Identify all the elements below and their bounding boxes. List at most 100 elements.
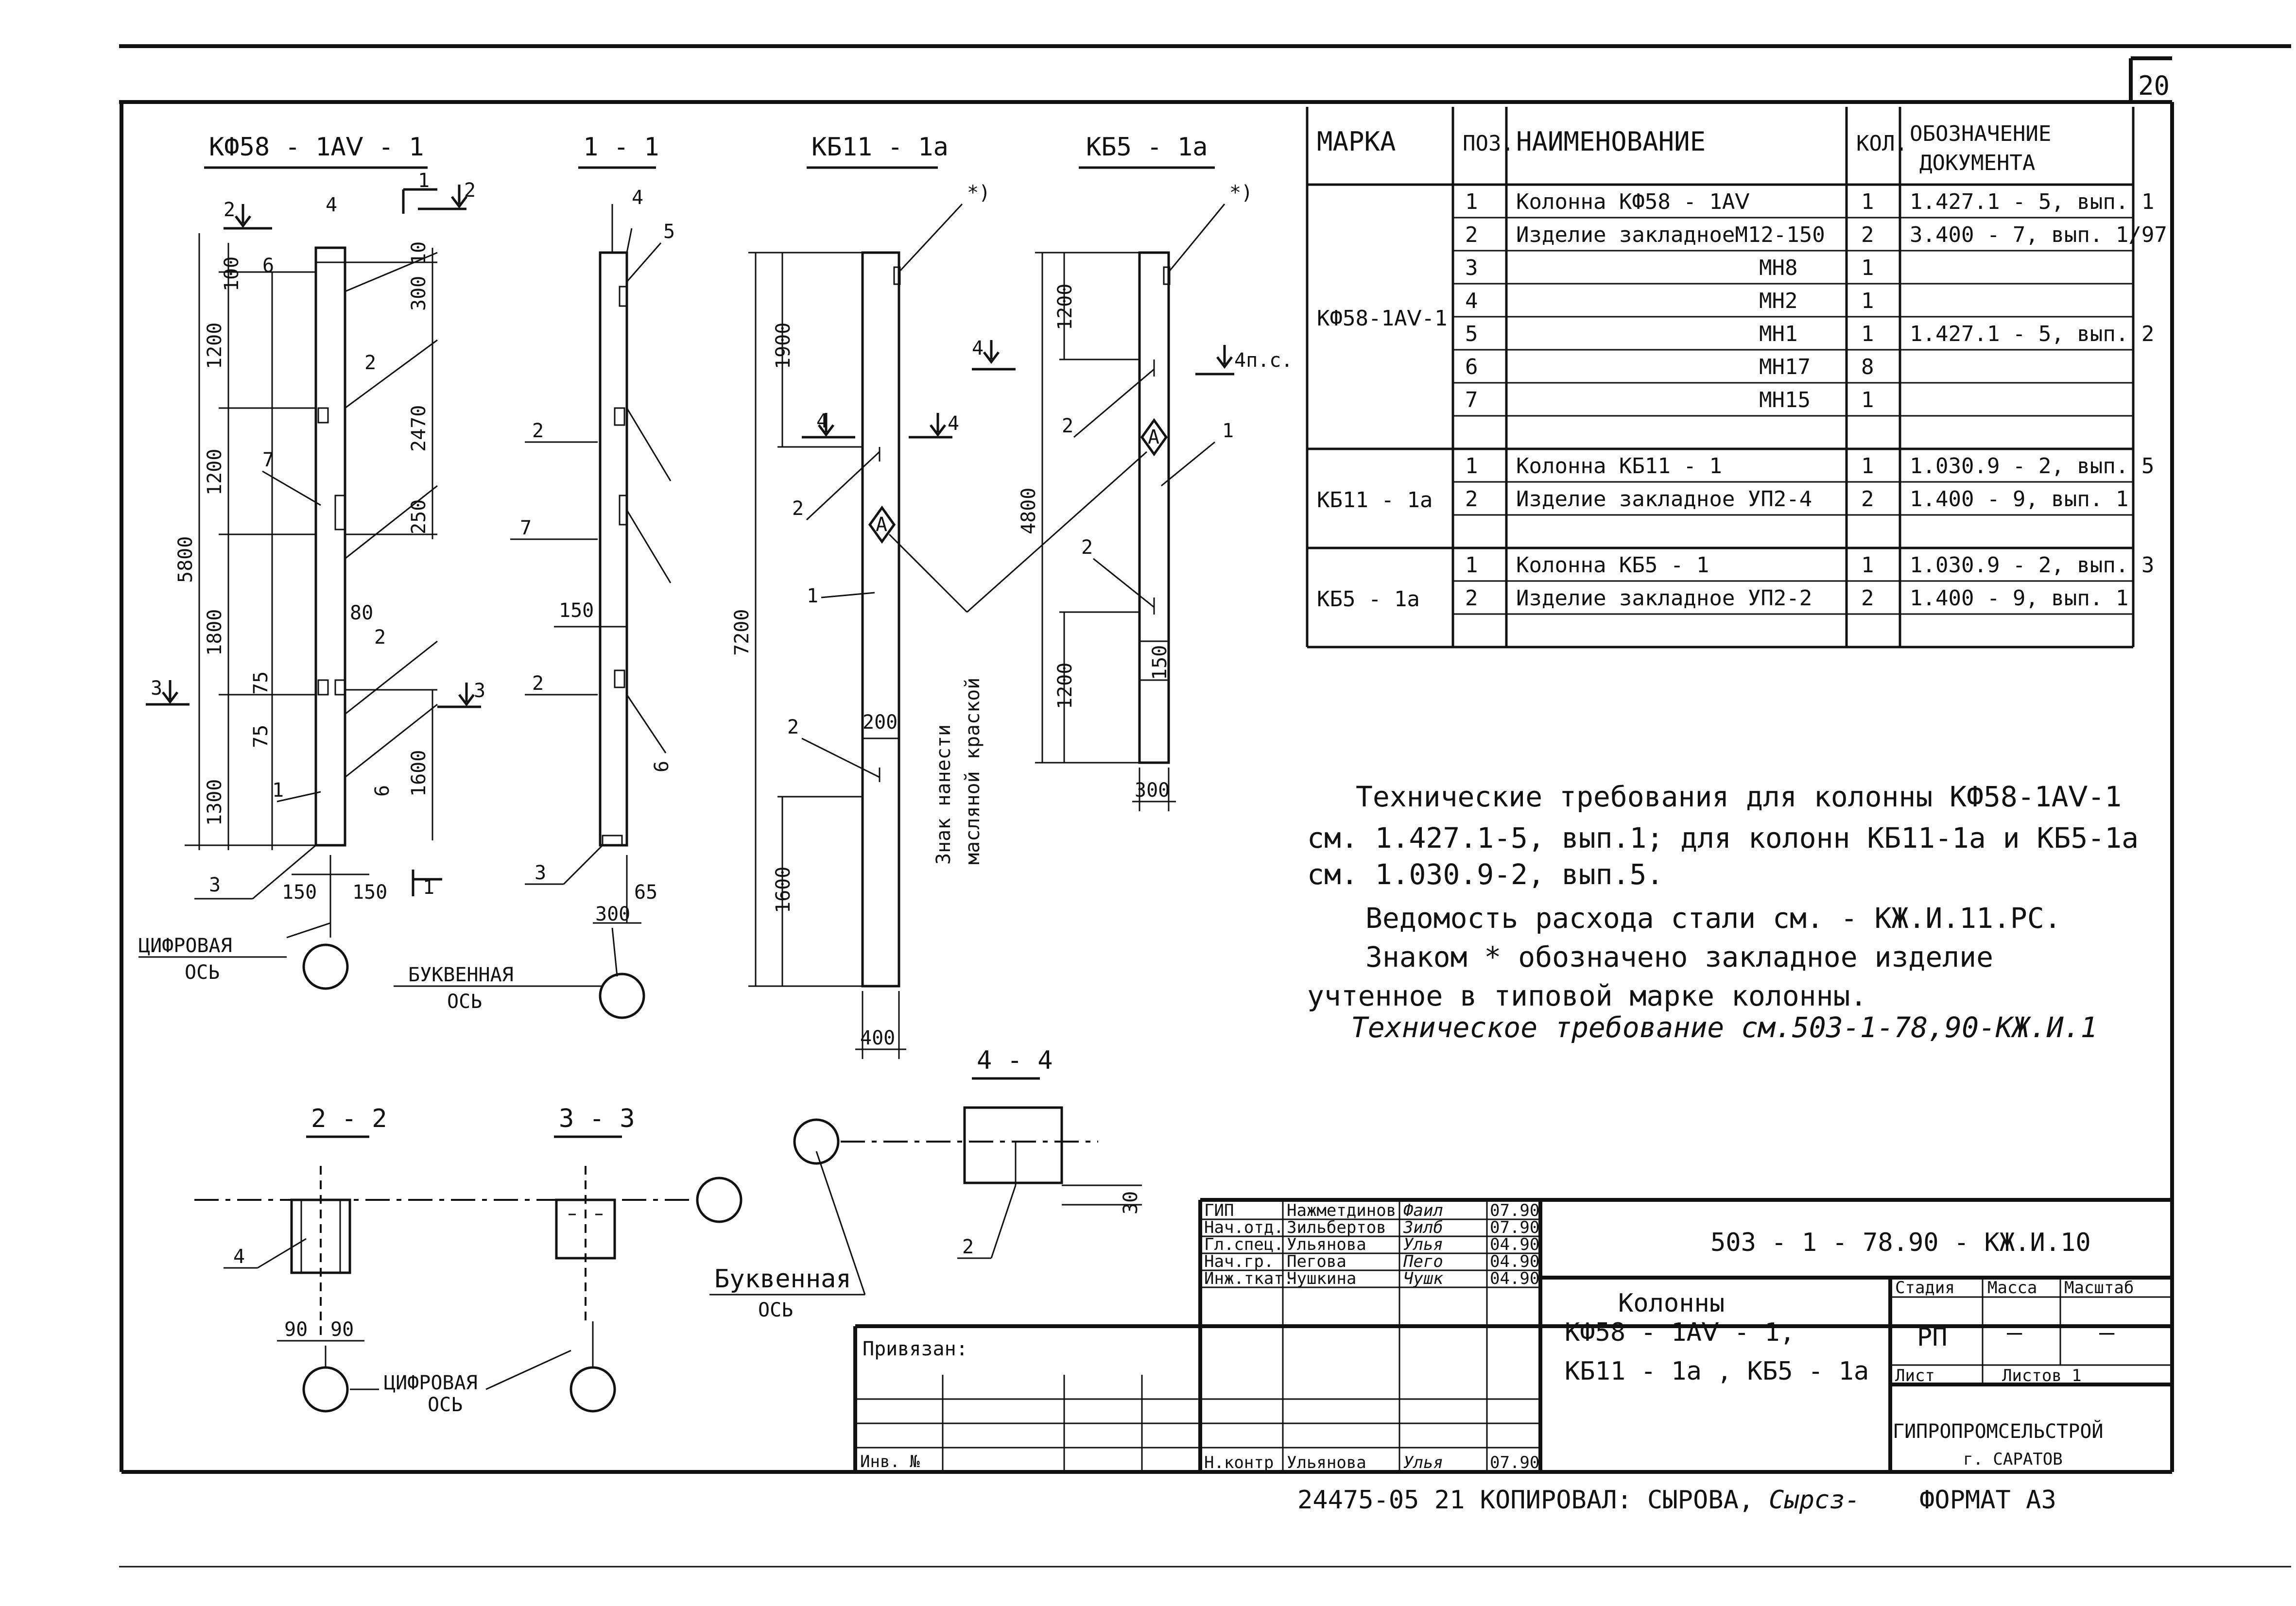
stamp-role: Нач.гр.: [1204, 1252, 1274, 1271]
sheet-footer: 24475-05 21 КОПИРОВАЛ: СЫРОВА, Сырсз- ФО…: [1297, 1486, 2056, 1515]
spec-cell-name: МН2: [1759, 289, 1797, 313]
spec-cell-qty: 1: [1861, 189, 1874, 214]
stamp-org: ГИПРОПРОМСЕЛЬСТРОЙ: [1893, 1419, 2103, 1443]
view-sections-bottom: 2 - 2 3 - 3 4 - 4 4 90 90 ЦИФРОВАЯ ОСЬ Б…: [194, 1046, 1142, 1416]
spec-cell-name: МН1: [1759, 322, 1797, 346]
pos-kb5-1: 1: [1222, 420, 1234, 442]
letter-axis-label-2: ОСЬ: [447, 991, 482, 1013]
spec-cell-name: Изделие закладное УП2-2: [1516, 586, 1812, 611]
view-kf58: КФ58 - 1АⅤ - 1 5800 1300 1800 1200 1200 …: [138, 133, 485, 990]
stamp-sign: Фаил: [1403, 1201, 1443, 1220]
technical-notes: Технические требования для колонны КФ58-…: [1307, 780, 2139, 1044]
cut-kb5-4ps: 4п.с.: [1234, 349, 1293, 372]
pos-kf-4: 4: [326, 194, 337, 216]
spec-cell-pos: 3: [1465, 256, 1478, 280]
spec-cell-qty: 1: [1861, 553, 1874, 578]
spec-cell-doc: 3.400 - 7, вып. 1/97: [1910, 222, 2167, 247]
dim-kf-h: 300: [408, 276, 430, 311]
sheet-frame: 20: [119, 44, 2291, 1568]
pos-kf-6a: 6: [262, 255, 274, 277]
spec-cell-pos: 6: [1465, 355, 1478, 379]
stamp-role: ГИП: [1204, 1201, 1234, 1220]
spec-cell-pos: 4: [1465, 289, 1478, 313]
spec-cell-name: МН15: [1759, 388, 1811, 412]
pos-kf-7: 7: [262, 449, 274, 471]
dim-kf-d: 1200: [204, 323, 226, 369]
spec-cell-qty: 2: [1861, 586, 1874, 611]
pos-11-4: 4: [632, 187, 643, 209]
stamp-date: 07.90: [1490, 1218, 1539, 1237]
view-title-section-4-4: 4 - 4: [977, 1046, 1053, 1075]
note-line-3: см. 1.030.9-2, вып.5.: [1307, 858, 1663, 891]
spec-cell-qty: 2: [1861, 222, 1874, 247]
dim-22-b: 90: [330, 1318, 354, 1341]
sheet-number: 20: [2138, 70, 2170, 101]
pos-kb11-2a: 2: [792, 497, 804, 520]
cut-kf-1-top: 1: [418, 170, 430, 192]
stamp-inv-label: Инв. №: [860, 1452, 920, 1471]
dim-kb5-e: 300: [1135, 779, 1170, 802]
stamp-role: Н.контр: [1204, 1453, 1274, 1472]
spec-cell-qty: 1: [1861, 289, 1874, 313]
stamp-name: Ульянова: [1287, 1235, 1366, 1254]
letter-axis-b-1: Буквенная: [714, 1264, 851, 1294]
dim-kf-m: 1600: [408, 750, 430, 797]
dim-kb5-a: 1200: [1054, 284, 1076, 330]
pos-kb11-1: 1: [807, 585, 818, 607]
spec-cell-qty: 1: [1861, 454, 1874, 478]
note-line-5: Знаком * обозначено закладное изделие: [1365, 940, 1993, 974]
stamp-tied-label: Привязан:: [863, 1338, 968, 1360]
dim-kf-i: 10: [408, 241, 430, 265]
stamp-stage-label: Стадия: [1895, 1278, 1955, 1298]
spec-cell-qty: 8: [1861, 355, 1874, 379]
spec-cell-name: МН17: [1759, 355, 1811, 379]
pos-22-4: 4: [233, 1246, 245, 1268]
pos-11-5: 5: [663, 221, 675, 243]
spec-header: МАРКА: [1317, 126, 1396, 157]
spec-cell-pos: 7: [1465, 388, 1478, 412]
stamp-role: Инж.ткат.: [1204, 1269, 1294, 1288]
dim-kf-c: 1200: [204, 449, 226, 495]
dim-kf-b: 1800: [204, 609, 226, 656]
pos-kb11-2b: 2: [787, 716, 799, 738]
stamp-mass-label: Масса: [1987, 1278, 2037, 1298]
spec-cell-pos: 5: [1465, 322, 1478, 346]
dim-kf-total: 5800: [174, 536, 197, 583]
spec-header: НАИМЕНОВАНИЕ: [1516, 126, 1706, 157]
stamp-date: 07.90: [1490, 1201, 1539, 1220]
stamp-title-2: КФ58 - 1АⅤ - 1,: [1565, 1318, 1795, 1347]
stamp-code: 503 - 1 - 78.90 - КЖ.И.10: [1710, 1228, 2091, 1257]
dim-kf-n: 150: [282, 881, 317, 904]
stamp-role: Нач.отд.: [1204, 1218, 1284, 1237]
stamp-title-1: Колонны: [1618, 1289, 1725, 1318]
spec-cell-pos: 2: [1465, 487, 1478, 512]
stamp-role: Гл.спец.: [1204, 1235, 1284, 1254]
stamp-sheets-label: Листов 1: [2002, 1366, 2082, 1385]
stamp-sign: Улья: [1403, 1235, 1443, 1254]
spec-cell-pos: 1: [1465, 454, 1478, 478]
dim-22-a: 90: [284, 1318, 308, 1341]
dim-kf-e: 100: [221, 256, 243, 291]
note-line-4: Ведомость расхода стали см. - КЖ.И.11.РС…: [1365, 902, 2061, 935]
spec-cell-name: Колонна КБ5 - 1: [1516, 553, 1709, 578]
sheet-format: ФОРМАТ А3: [1919, 1486, 2056, 1515]
paint-note-2: масляной краской: [962, 678, 984, 865]
spec-header: ОБОЗНАЧЕНИЕ: [1910, 121, 2051, 146]
dim-kb11-c: 200: [863, 711, 898, 734]
star-mark-kb5: *): [1229, 182, 1253, 204]
copied-by: 24475-05 21 КОПИРОВАЛ: СЫРОВА,: [1297, 1486, 1754, 1515]
spec-cell-doc: 1.400 - 9, вып. 1: [1910, 487, 2128, 512]
pos-kf-2b: 2: [374, 626, 386, 649]
stamp-date: 04.90: [1490, 1252, 1539, 1271]
cut-kf-3-left: 3: [151, 677, 162, 700]
digit-axis-b-1: ЦИФРОВАЯ: [384, 1372, 478, 1394]
pos-kf-3: 3: [209, 874, 221, 896]
spec-cell-pos: 1: [1465, 189, 1478, 214]
dim-kf-j: 2470: [408, 405, 430, 452]
dim-kb11-total: 7200: [731, 609, 753, 656]
dim-11-b: 65: [634, 881, 657, 904]
spec-cell-mark: КБ5 - 1а: [1317, 587, 1420, 612]
spec-cell-mark: КБ11 - 1а: [1317, 488, 1433, 513]
